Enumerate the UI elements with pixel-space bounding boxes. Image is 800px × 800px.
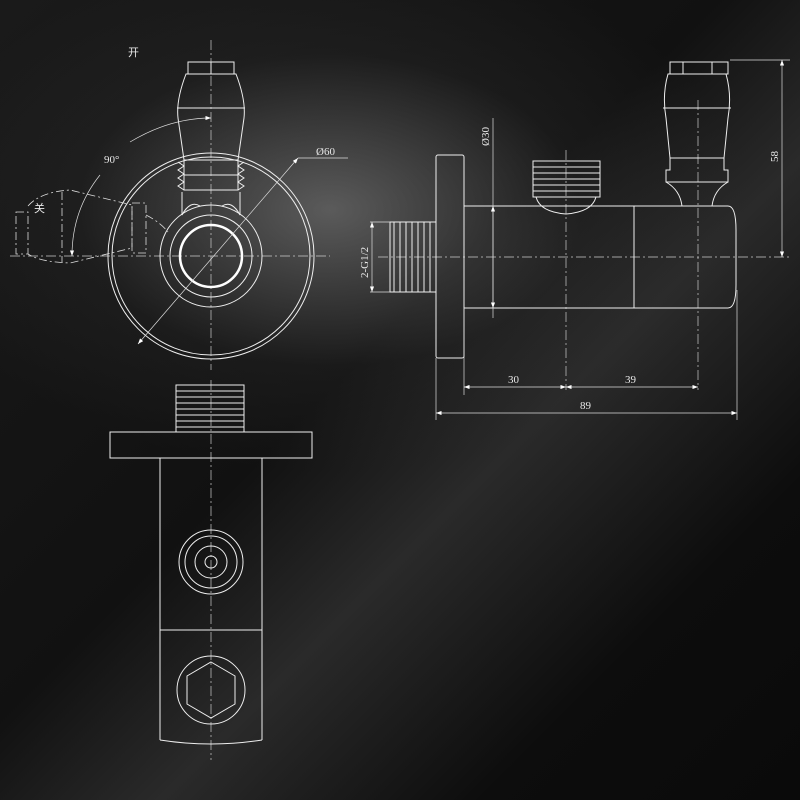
- dim-39-label: 39: [625, 374, 637, 386]
- thread-label: 2-G1/2: [359, 247, 371, 278]
- front-view: 开 关 90° Ø60: [10, 40, 348, 370]
- angle-label: 90°: [104, 154, 119, 166]
- close-label: 关: [34, 201, 45, 215]
- side-view: 30 39 89 58 Ø30 2-G1/2: [359, 59, 790, 420]
- dim-30-label: 30: [508, 374, 520, 386]
- open-label: 开: [128, 47, 139, 59]
- outer-diameter-label: Ø60: [316, 146, 335, 158]
- bottom-view: [109, 380, 313, 760]
- dim-89-label: 89: [580, 400, 592, 412]
- dim-58-label: 58: [769, 151, 781, 163]
- body-diameter-label: Ø30: [480, 127, 492, 146]
